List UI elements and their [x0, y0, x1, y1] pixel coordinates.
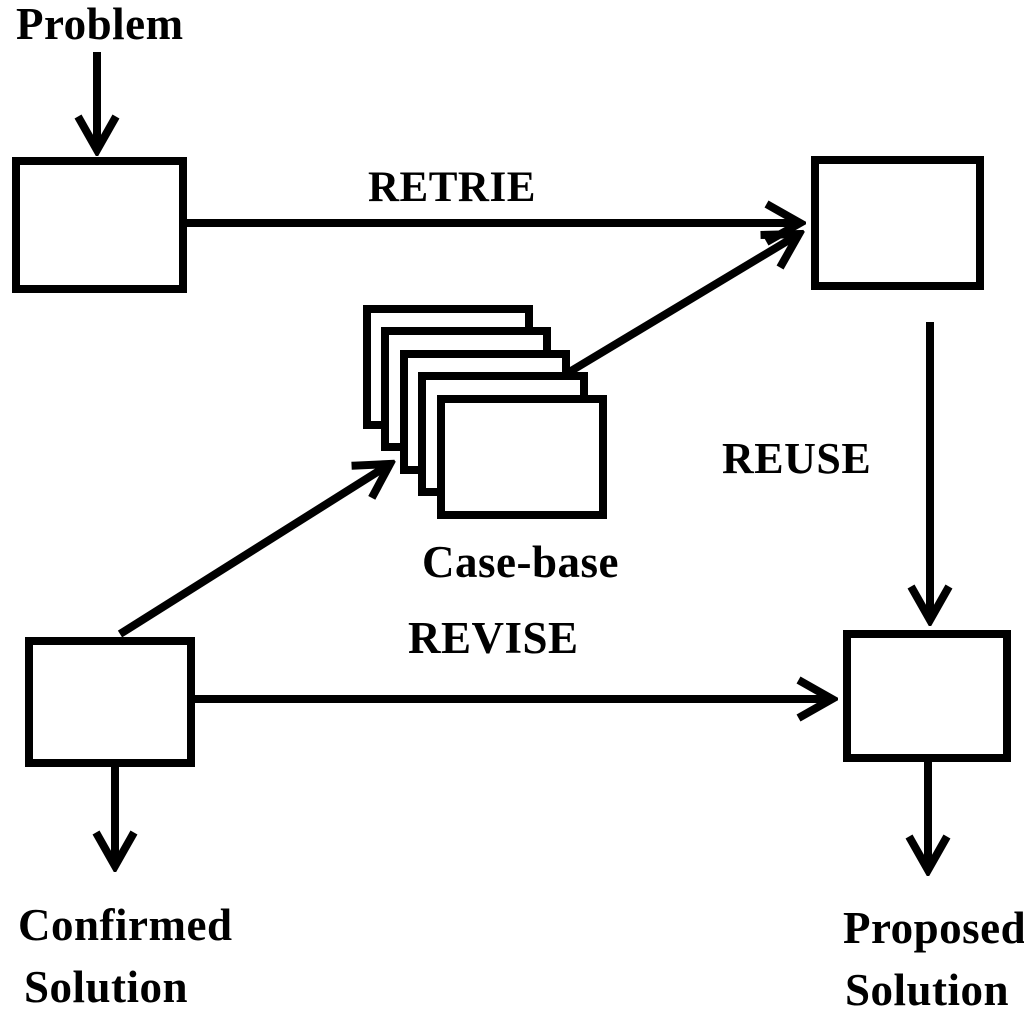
revise-edge-label: REVISE — [408, 613, 579, 663]
confirmed-solution-label-line1: Confirmed — [18, 900, 233, 950]
problem-label: Problem — [16, 0, 184, 49]
proposed-solution-label-line2: Solution — [845, 965, 1010, 1015]
case-base-to-retrieved-arrow — [563, 234, 799, 378]
retain-to-case-base-arrow — [117, 464, 390, 638]
process-box-top-left — [12, 157, 187, 293]
confirmed-solution-label-line2: Solution — [24, 962, 189, 1012]
reuse-edge-label: REUSE — [722, 434, 872, 483]
case-base-label: Case-base — [422, 537, 619, 587]
process-box-bottom-right — [843, 630, 1011, 762]
case-base-stack — [363, 305, 607, 519]
proposed-solution-label-line1: Proposed — [843, 903, 1024, 953]
retrieve-edge-label: RETRIE — [368, 164, 536, 211]
process-box-top-right — [811, 156, 984, 290]
case-base-card — [437, 395, 607, 519]
process-box-bottom-left — [25, 637, 195, 767]
